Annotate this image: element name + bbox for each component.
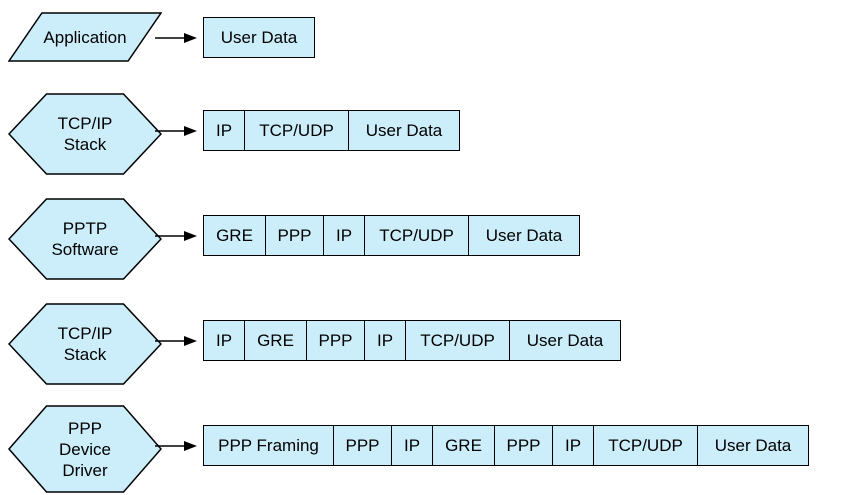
stage-label-application: Application xyxy=(43,27,127,47)
packet-field: PPP xyxy=(495,426,553,465)
packet-field: PPP xyxy=(307,321,365,360)
packet-field-label: IP xyxy=(376,330,394,350)
packet-field-label: PPP xyxy=(506,435,541,455)
packet-field-label: GRE xyxy=(445,435,482,455)
packet-field-label: IP xyxy=(403,435,421,455)
stage-pptp-software: PPTP Software xyxy=(8,198,162,280)
packet-field-label: PPP Framing xyxy=(218,435,319,455)
packet-strip-tcp-ip-stack-1: IP TCP/UDP User Data xyxy=(203,110,460,151)
packet-field: TCP/UDP xyxy=(245,111,349,150)
packet-field: GRE xyxy=(433,426,495,465)
packet-field: User Data xyxy=(349,111,459,150)
packet-field-label: TCP/UDP xyxy=(608,435,683,455)
packet-field: IP xyxy=(553,426,594,465)
packet-field-label: User Data xyxy=(365,120,443,140)
arrow-right-icon xyxy=(153,229,199,243)
packet-field-label: PPP xyxy=(345,435,380,455)
packet-field-label: GRE xyxy=(257,330,294,350)
packet-field: PPP xyxy=(266,216,324,255)
packet-strip-tcp-ip-stack-2: IP GRE PPP IP TCP/UDP User Data xyxy=(203,320,621,361)
packet-field: IP xyxy=(324,216,365,255)
packet-strip-pptp-software: GRE PPP IP TCP/UDP User Data xyxy=(203,215,580,256)
packet-field-label: TCP/UDP xyxy=(379,225,454,245)
arrow-right-icon xyxy=(153,124,199,138)
packet-field: TCP/UDP xyxy=(365,216,469,255)
stage-tcp-ip-stack-1: TCP/IP Stack xyxy=(8,93,162,175)
packet-field: GRE xyxy=(245,321,307,360)
packet-field-label: IP xyxy=(335,225,353,245)
packet-field: GRE xyxy=(204,216,266,255)
packet-field: IP xyxy=(204,321,245,360)
packet-field: IP xyxy=(365,321,406,360)
packet-field-label: IP xyxy=(215,330,233,350)
stage-tcp-ip-stack-2: TCP/IP Stack xyxy=(8,303,162,385)
packet-field-label: User Data xyxy=(526,330,604,350)
packet-field: User Data xyxy=(698,426,808,465)
packet-field: PPP xyxy=(334,426,392,465)
stage-label-ppp-device-driver: PPP Device Driver xyxy=(59,418,111,480)
stage-label-tcp-ip-stack-2: TCP/IP Stack xyxy=(57,324,113,364)
packet-field-label: User Data xyxy=(485,225,563,245)
arrow-right-icon xyxy=(153,334,199,348)
stage-application: Application xyxy=(8,12,162,62)
packet-field: TCP/UDP xyxy=(406,321,510,360)
packet-field-label: GRE xyxy=(216,225,253,245)
stage-label-pptp-software: PPTP Software xyxy=(51,219,119,259)
packet-field-label: PPP xyxy=(318,330,353,350)
packet-field-label: IP xyxy=(564,435,582,455)
packet-field: User Data xyxy=(204,18,314,57)
packet-field: User Data xyxy=(469,216,579,255)
packet-field: TCP/UDP xyxy=(594,426,698,465)
packet-field-label: User Data xyxy=(714,435,792,455)
packet-field-label: TCP/UDP xyxy=(259,120,334,140)
packet-field: IP xyxy=(204,111,245,150)
packet-field: IP xyxy=(392,426,433,465)
packet-field-label: User Data xyxy=(220,27,298,47)
stage-label-tcp-ip-stack-1: TCP/IP Stack xyxy=(57,114,113,154)
packet-field-label: TCP/UDP xyxy=(420,330,495,350)
packet-field: PPP Framing xyxy=(204,426,334,465)
packet-strip-ppp-device-driver: PPP Framing PPP IP GRE PPP IP TCP/UDP User Data xyxy=(203,425,809,466)
arrow-right-icon xyxy=(153,31,199,45)
packet-field: User Data xyxy=(510,321,620,360)
arrow-right-icon xyxy=(153,439,199,453)
packet-field-label: PPP xyxy=(277,225,312,245)
packet-field-label: IP xyxy=(215,120,233,140)
stage-ppp-device-driver: PPP Device Driver xyxy=(8,405,162,493)
packet-strip-application: User Data xyxy=(203,17,315,58)
